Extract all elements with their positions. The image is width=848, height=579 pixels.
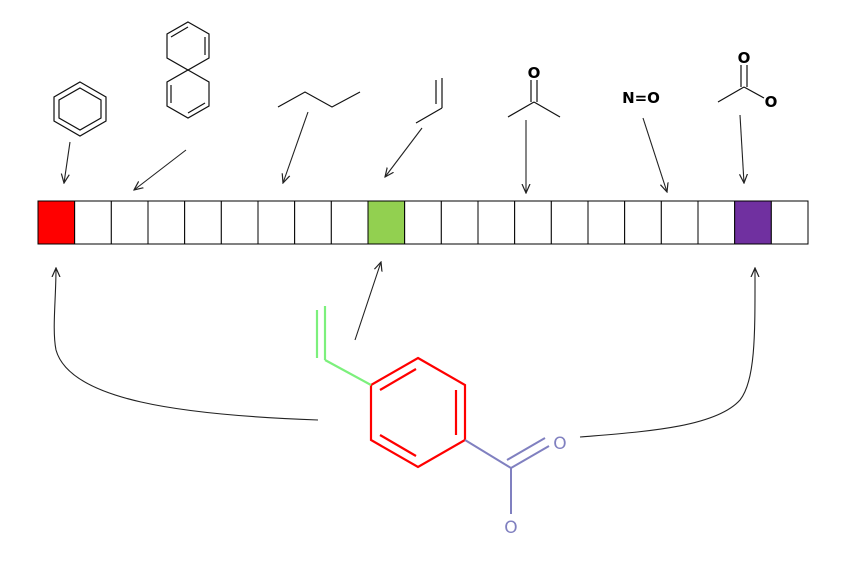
molecule-vinyl-group — [315, 306, 372, 386]
arrow-carboxyl-to-bit — [579, 268, 755, 438]
fingerprint-bit — [257, 200, 296, 245]
fingerprint-bit — [550, 200, 589, 245]
arrow-vinyl-to-bit — [354, 262, 381, 341]
fingerprint-bit-set — [734, 200, 772, 245]
fingerprint-bit — [294, 200, 332, 245]
fingerprint-bit — [624, 200, 662, 245]
fingerprint-bit — [660, 200, 699, 245]
molecule-oxygen-label-1: O — [553, 434, 566, 454]
molecule-oxygen-label-2: O — [504, 518, 517, 538]
arrow-propene — [385, 127, 423, 177]
acetate-fragment — [717, 65, 765, 103]
fingerprint-bit — [330, 200, 369, 245]
fingerprint-bit — [477, 200, 516, 245]
fingerprint-bit — [514, 200, 552, 245]
benzene-fragment — [53, 81, 107, 137]
fingerprint-bit-set — [37, 200, 76, 245]
query-molecule: O O — [315, 306, 567, 538]
fingerprint-bit — [587, 200, 626, 245]
fingerprint-bit — [770, 200, 809, 245]
fingerprint-bit — [74, 200, 112, 245]
fingerprint-bit — [220, 200, 259, 245]
arrow-ring-to-bit — [54, 268, 319, 421]
fragment-arrows — [64, 111, 744, 193]
fingerprint-bit — [404, 200, 442, 245]
fingerprint-bit — [110, 200, 149, 245]
fingerprint-bit — [440, 200, 479, 245]
naphthalene-fragment — [166, 21, 210, 119]
fingerprint-bit — [184, 200, 222, 245]
acetate-oxygen-label-top: O — [738, 49, 751, 67]
molecule-benzene-ring — [369, 356, 467, 469]
arrow-acetate — [740, 114, 744, 183]
acetate-oxygen-label-right: O — [765, 93, 778, 111]
molecule-arrows — [54, 262, 755, 438]
butane-fragment — [277, 91, 361, 108]
fingerprint-bit-vector — [37, 200, 809, 245]
arrow-nitroso — [642, 117, 667, 192]
acetone-fragment — [507, 80, 561, 118]
fingerprint-bit — [697, 200, 736, 245]
propene-fragment — [415, 78, 443, 124]
arrow-butane — [283, 111, 309, 183]
acetone-oxygen-label: O — [528, 64, 541, 82]
molecule-carboxyl-group — [464, 437, 550, 514]
arrow-benzene — [64, 141, 71, 183]
nitroso-label: N=O — [622, 89, 660, 107]
fingerprint-bit-set — [367, 200, 406, 245]
fingerprint-bit — [147, 200, 186, 245]
arrow-naphthalene — [134, 149, 187, 190]
